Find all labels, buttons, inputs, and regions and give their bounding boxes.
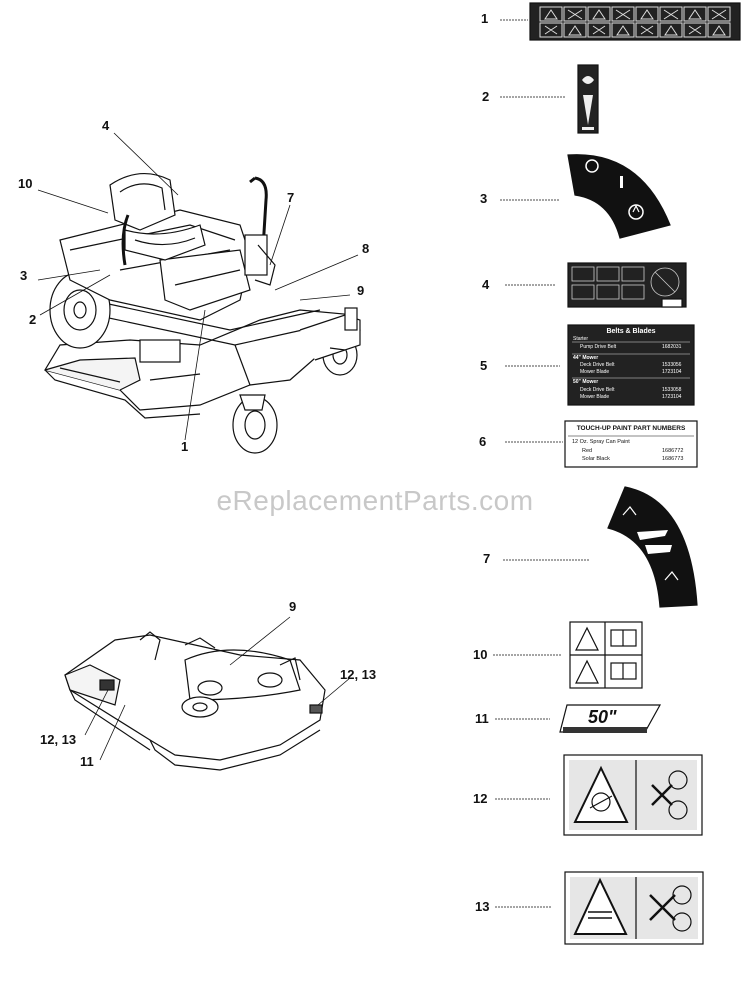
part-label-12: 12 [473, 791, 488, 806]
decal-5-row: Pump Drive Belt [580, 344, 617, 350]
decal-6-red-number: 1686772 [662, 448, 684, 454]
decal-5-title: Belts & Blades [606, 328, 656, 335]
decal-5-row: 44" Mower [573, 355, 599, 361]
decal-6-black-number: 1686773 [662, 456, 684, 462]
decal-11-deck-size [559, 704, 662, 733]
mower-callout-10: 10 [18, 176, 33, 191]
decal-5-number: 1682031 [662, 344, 682, 350]
decal-leader-lines [493, 19, 590, 908]
part-label-1: 1 [481, 11, 489, 26]
decal-5-row: Deck Drive Belt [580, 362, 615, 368]
decal-5-number: 1533058 [662, 387, 682, 393]
part-label-6: 6 [479, 434, 487, 449]
mower-callout-8: 8 [362, 241, 370, 256]
decal-3-ignition-arc [567, 154, 671, 239]
decal-5-belts-blades [567, 324, 695, 406]
part-label-13: 13 [475, 899, 490, 914]
part-label-3: 3 [480, 191, 488, 206]
part-label-4: 4 [482, 277, 490, 292]
part-label-7: 7 [483, 551, 491, 566]
decal-10-warning-read-manual [569, 621, 643, 689]
deck-callout-12-13: 12, 13 [40, 732, 77, 747]
decal-5-row: Deck Drive Belt [580, 387, 615, 393]
decal-7-cutting-height-arc [607, 486, 698, 608]
mower-leader-lines [37, 132, 359, 441]
decal-6-title: TOUCH-UP PAINT PART NUMBERS [576, 425, 686, 432]
part-label-5: 5 [480, 358, 488, 373]
decal-1-warning-strip [529, 2, 741, 41]
decal-6-red-label: Red [582, 448, 593, 454]
watermark: eReplacementParts.com [216, 485, 534, 516]
decal-5-number: 1723104 [662, 394, 682, 400]
decal-5-row: 50" Mower [573, 379, 599, 385]
decal-12-blade-warning [563, 754, 703, 836]
mower-deck-illustration [64, 631, 326, 771]
decal-5-number: 1723104 [662, 369, 682, 375]
mower-callout-7: 7 [287, 190, 295, 205]
part-label-2: 2 [482, 89, 490, 104]
deck-callout-12-13: 12, 13 [340, 667, 377, 682]
mower-callout-4: 4 [102, 118, 110, 133]
decal-5-row: Starter [573, 336, 589, 342]
mower-callout-2: 2 [29, 312, 37, 327]
decal-6-black-label: Solar Black [582, 456, 610, 462]
part-label-11: 11 [475, 711, 489, 726]
decal-5-row: Mower Blade [580, 394, 610, 400]
decal-13-thrown-object-warning [564, 871, 704, 945]
mower-callout-3: 3 [20, 268, 28, 283]
deck-callout-9: 9 [289, 599, 297, 614]
zero-turn-mower-illustration [44, 172, 361, 454]
decal-5-row: Mower Blade [580, 369, 610, 375]
deck-callout-11: 11 [80, 754, 94, 769]
decal-4-controls-panel [567, 262, 687, 308]
mower-callout-1: 1 [181, 439, 189, 454]
decal-6-line: 12 Oz. Spray Can Paint [572, 439, 630, 445]
decal-5-number: 1533056 [662, 362, 682, 368]
part-label-10: 10 [473, 647, 488, 662]
deck-leader-lines [84, 616, 351, 761]
decal-6-touch-up-paint [564, 420, 698, 468]
decal-2-throttle-strip [577, 64, 599, 134]
decal-11-size-text: 50" [588, 707, 617, 727]
mower-callout-9: 9 [357, 283, 365, 298]
